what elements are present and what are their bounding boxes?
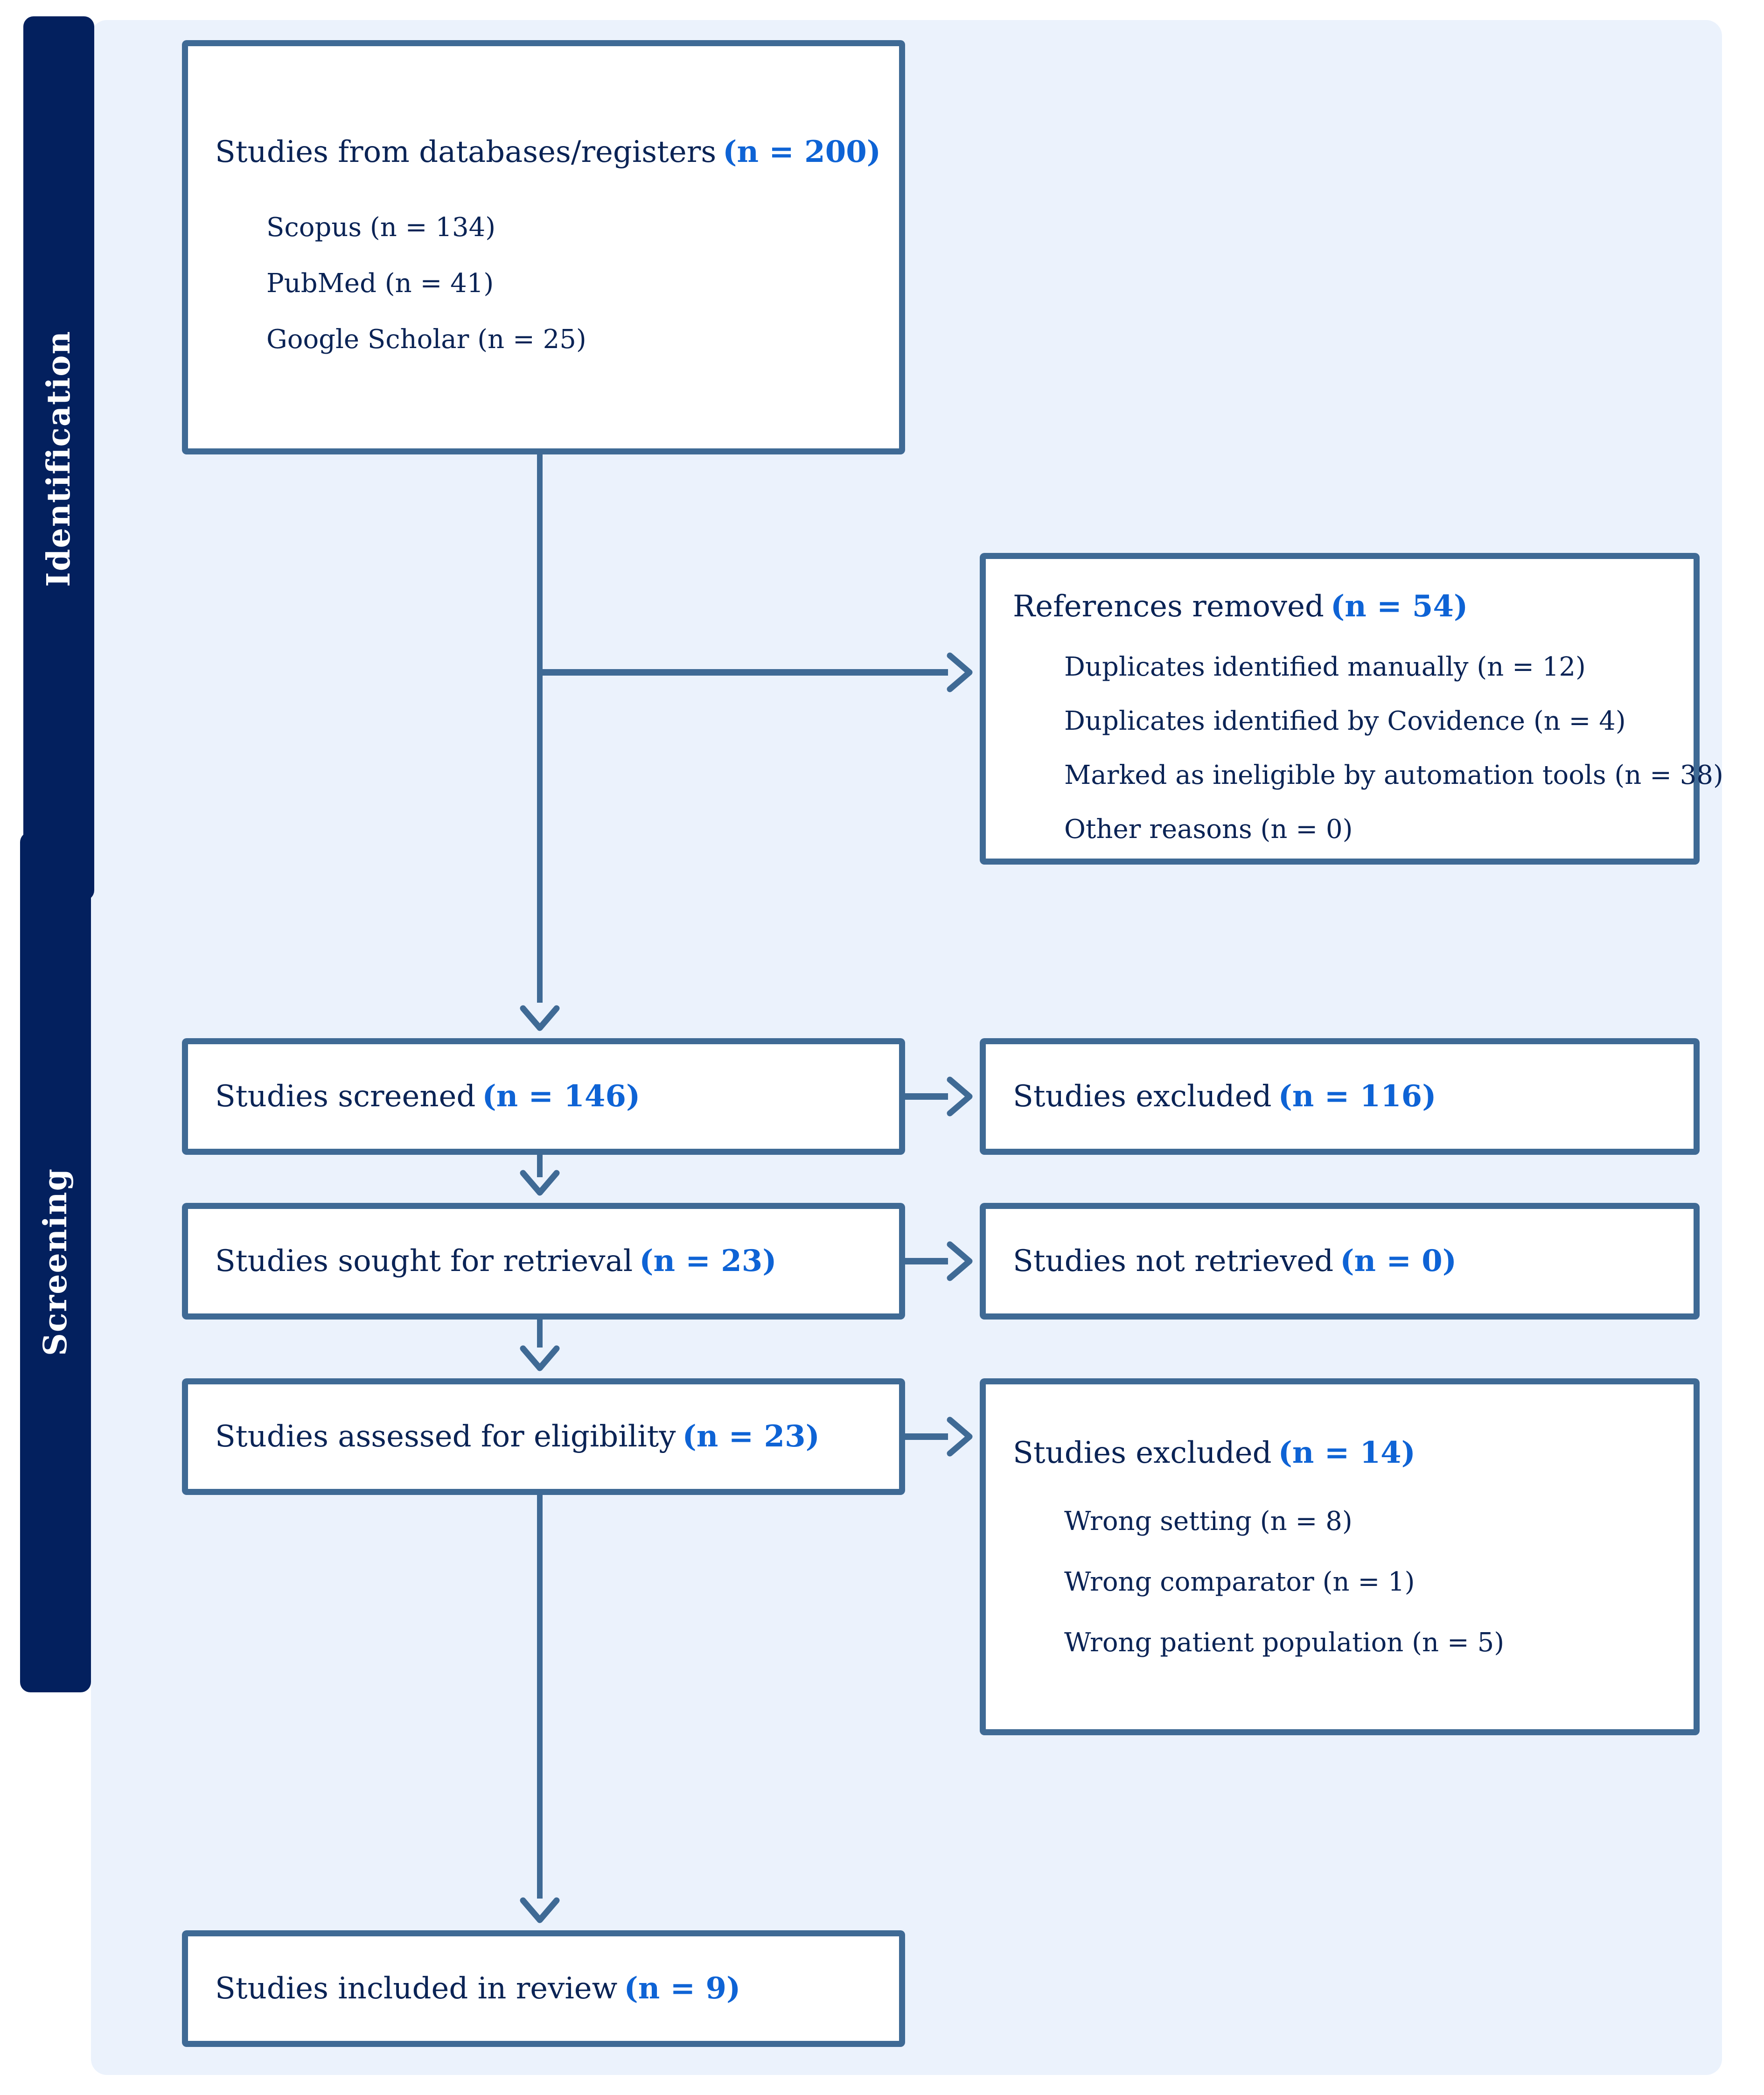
box-title: Studies sought for retrieval [215, 1244, 633, 1278]
box-title: Studies excluded [1013, 1079, 1272, 1114]
stage-band-identification: Identification [23, 16, 94, 901]
arrowhead-right-icon [947, 652, 973, 692]
stage-label-identification: Identification [40, 330, 77, 587]
list-item: Scopus (n = 134) [266, 212, 496, 243]
connector-line-sought-to-assessed [537, 1320, 543, 1348]
box-title-line: Studies excluded(n = 14) [1013, 1433, 1684, 1473]
box-studies-from-databases: Studies from databases/registers(n = 200… [182, 40, 905, 454]
box-studies-excluded-screening: Studies excluded(n = 116) [980, 1038, 1700, 1155]
connector-line-screened-to-sought [537, 1155, 543, 1177]
connector-line-sought-to-not-retrieved [905, 1258, 948, 1264]
box-title: References removed [1013, 589, 1324, 624]
list-item: Wrong setting (n = 8) [1064, 1506, 1353, 1536]
arrowhead-right-icon [947, 1417, 973, 1457]
box-references-removed: References removed(n = 54) Duplicates id… [980, 553, 1723, 865]
arrowhead-right-icon [947, 1076, 973, 1117]
list-item: Google Scholar (n = 25) [266, 324, 586, 355]
stage-band-screening: Screening [20, 832, 91, 1692]
connector-line-assessed-to-included [537, 1495, 543, 1899]
arrowhead-down-icon [520, 1005, 560, 1031]
box-count: (n = 146) [482, 1079, 641, 1114]
arrowhead-down-icon [520, 1170, 560, 1196]
connector-line-screened-to-excluded [905, 1093, 948, 1100]
arrowhead-down-icon [520, 1345, 560, 1371]
box-studies-screened: Studies screened(n = 146) [182, 1038, 905, 1155]
box-count: (n = 23) [682, 1419, 820, 1454]
arrowhead-down-icon [520, 1897, 560, 1923]
list-item: Duplicates identified by Covidence (n = … [1064, 706, 1626, 736]
box-count: (n = 200) [723, 134, 881, 169]
list-item: Marked as ineligible by automation tools… [1064, 760, 1723, 790]
exclusion-reason-list: Wrong setting (n = 8) Wrong comparator (n… [1013, 1491, 1684, 1673]
box-count: (n = 116) [1278, 1079, 1436, 1114]
box-studies-assessed-eligibility: Studies assessed for eligibility(n = 23) [182, 1378, 905, 1495]
list-item: Wrong patient population (n = 5) [1064, 1627, 1505, 1658]
list-item: PubMed (n = 41) [266, 268, 494, 299]
stage-label-screening: Screening [37, 1168, 74, 1356]
box-title: Studies assessed for eligibility [215, 1419, 676, 1454]
list-item: Other reasons (n = 0) [1064, 814, 1353, 845]
box-title-line: References removed(n = 54) [1013, 587, 1684, 626]
connector-line-databases-to-screened [537, 454, 543, 1003]
database-source-list: Scopus (n = 134) PubMed (n = 41) Google Sc… [215, 200, 885, 368]
box-count: (n = 54) [1330, 589, 1468, 624]
connector-line-assessed-to-excluded [905, 1433, 948, 1440]
box-title-line: Studies from databases/registers(n = 200… [215, 133, 885, 172]
box-title-line: Studies screened(n = 146) [215, 1077, 640, 1116]
box-title-line: Studies not retrieved(n = 0) [1013, 1242, 1457, 1281]
box-title-line: Studies excluded(n = 116) [1013, 1077, 1436, 1116]
box-count: (n = 14) [1278, 1435, 1415, 1470]
box-title: Studies screened [215, 1079, 476, 1114]
box-title: Studies not retrieved [1013, 1244, 1334, 1278]
box-title-line: Studies assessed for eligibility(n = 23) [215, 1417, 820, 1456]
box-title-line: Studies sought for retrieval(n = 23) [215, 1242, 777, 1281]
box-studies-included: Studies included in review(n = 9) [182, 1930, 905, 2047]
box-count: (n = 0) [1340, 1243, 1457, 1278]
arrowhead-right-icon [947, 1241, 973, 1281]
removal-reason-list: Duplicates identified manually (n = 12) D… [1013, 640, 1723, 857]
list-item: Wrong comparator (n = 1) [1064, 1567, 1415, 1597]
box-title-line: Studies included in review(n = 9) [215, 1969, 740, 2008]
connector-line-to-references-removed [540, 669, 948, 676]
box-title: Studies excluded [1013, 1436, 1272, 1470]
box-title: Studies from databases/registers [215, 135, 717, 169]
box-title: Studies included in review [215, 1971, 618, 2006]
box-count: (n = 23) [639, 1243, 777, 1278]
box-studies-excluded-eligibility: Studies excluded(n = 14) Wrong setting (… [980, 1378, 1700, 1735]
box-count: (n = 9) [624, 1971, 741, 2006]
box-studies-sought-retrieval: Studies sought for retrieval(n = 23) [182, 1203, 905, 1320]
list-item: Duplicates identified manually (n = 12) [1064, 652, 1586, 682]
box-studies-not-retrieved: Studies not retrieved(n = 0) [980, 1203, 1700, 1320]
